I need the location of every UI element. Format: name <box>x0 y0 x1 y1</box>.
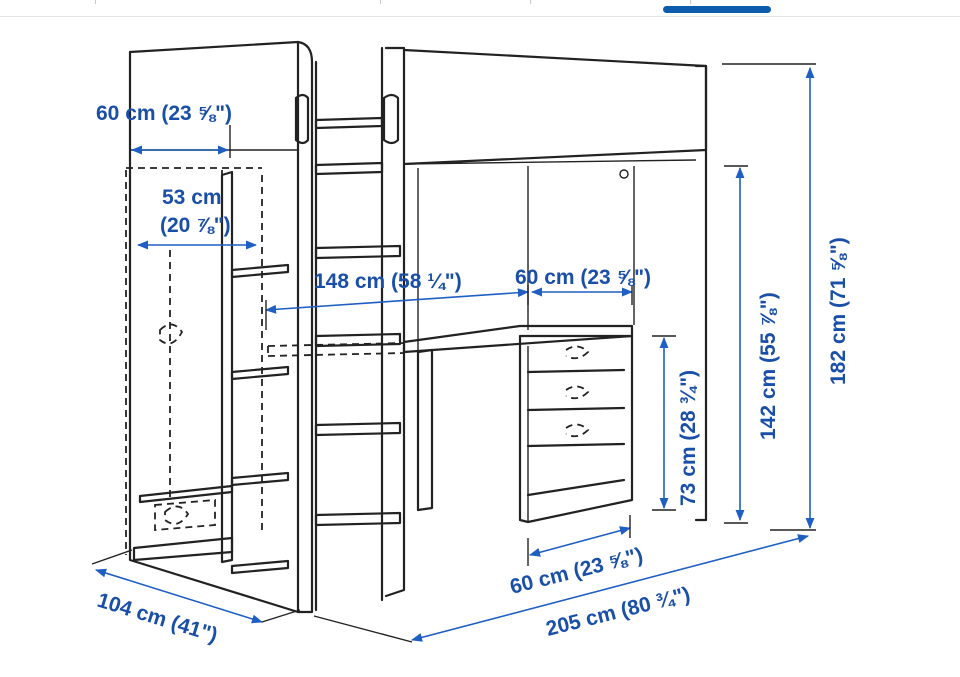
open-shelves <box>230 263 290 575</box>
wardrobe-drawer-handle <box>164 505 190 525</box>
wardrobe-lower-shelf <box>138 484 234 504</box>
depth-label: 104 cm (41") <box>95 589 221 647</box>
wardrobe-side-panel <box>220 170 234 564</box>
desk <box>267 324 634 524</box>
depth-line <box>94 568 264 624</box>
underbed-height-label: 142 cm (55 ⅞") <box>757 292 780 440</box>
right-headboard-panel <box>694 64 708 522</box>
loft-bed-drawing <box>125 40 708 614</box>
top-tick <box>530 0 531 4</box>
desk-height-label: 73 cm (28 ¾") <box>677 370 700 506</box>
top-tick <box>380 0 381 4</box>
wardrobe-knob <box>159 323 184 345</box>
desk-top <box>402 324 634 354</box>
dimension-labels: 60 cm (23 ⅝") 53 cm (20 ⅞") 148 cm (58 ¼… <box>95 102 850 647</box>
wardrobe-width-label: 60 cm (23 ⅝") <box>96 102 232 125</box>
desk-length-label: 148 cm (58 ¼") <box>314 270 462 293</box>
desk-left-leg <box>416 348 434 512</box>
wardrobe-inner-width-label: 53 cm <box>162 186 222 209</box>
image-position-indicator[interactable] <box>663 6 771 13</box>
ladder <box>314 46 406 612</box>
total-length-line <box>410 534 810 642</box>
bed-bolt <box>619 169 629 179</box>
ladder-handhold <box>382 93 400 145</box>
bed-side-rail <box>402 48 708 166</box>
desk-length-line <box>264 288 530 314</box>
wardrobe-inner-width-inch-label: (20 ⅞") <box>160 214 231 237</box>
total-length-label: 205 cm (80 ¾") <box>544 583 693 641</box>
total-height-label: 182 cm (71 ⅝") <box>827 237 850 385</box>
bed-underside <box>403 159 697 165</box>
left-headboard-panel <box>128 40 314 614</box>
wardrobe-unit <box>125 167 263 564</box>
wardrobe-base <box>132 536 234 562</box>
desk-top-hidden <box>267 342 405 357</box>
top-tick <box>690 0 691 4</box>
top-tick <box>95 0 96 4</box>
top-divider <box>0 16 960 17</box>
desk-cabinet <box>518 334 634 524</box>
desk-drawer-width-label: 60 cm (23 ⅝") <box>515 266 651 289</box>
wardrobe-drawer <box>154 499 216 531</box>
left-panel-handhold <box>294 93 310 145</box>
dimension-lines <box>91 63 816 643</box>
